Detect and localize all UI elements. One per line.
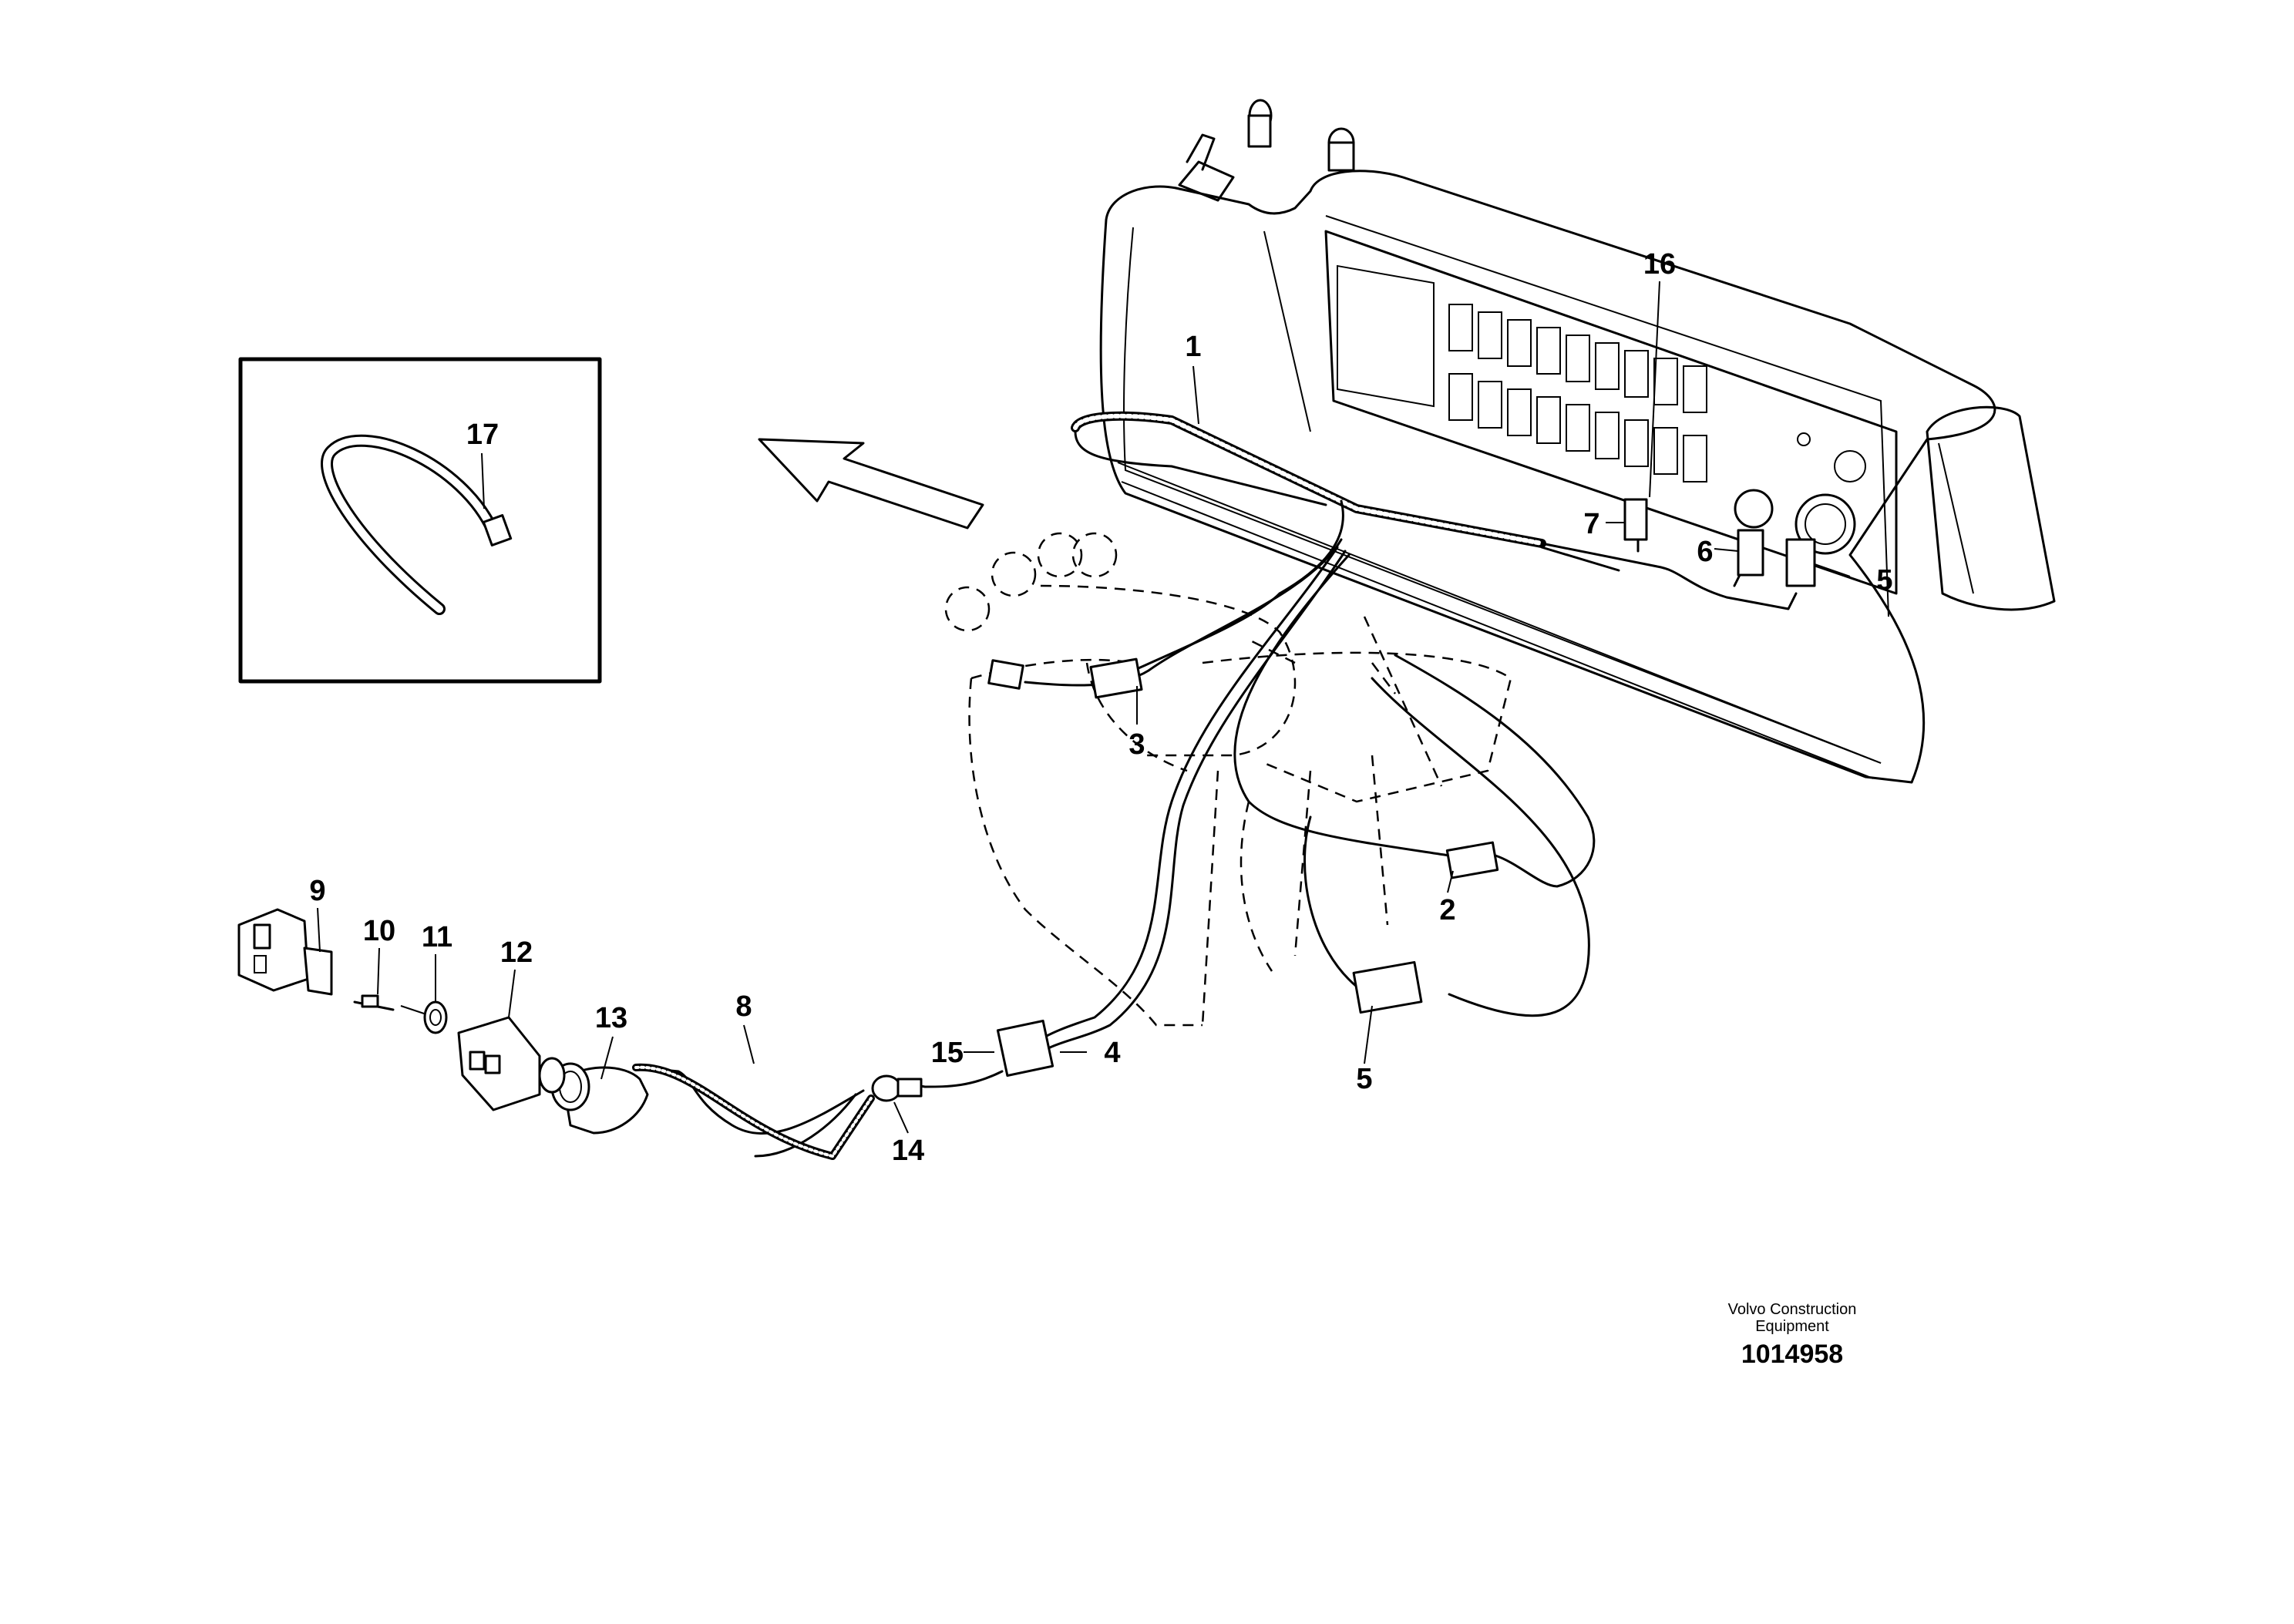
callout-16: 16 [1643, 248, 1676, 281]
callout-14: 14 [892, 1135, 924, 1167]
branch-harness [987, 538, 1343, 725]
callout-labels: 1 2 3 4 5 5 6 7 8 9 10 11 12 13 14 15 16… [309, 248, 1892, 1167]
direction-arrow-icon [758, 438, 984, 530]
callout-5-bottom: 5 [1356, 1063, 1372, 1095]
drawing-number: 1014958 [1741, 1340, 1844, 1369]
watermark-line-1: Volvo Construction [1727, 1301, 1857, 1318]
connector-2 [1445, 841, 1499, 879]
main-harness [1071, 411, 1798, 610]
dashboard-panel [1099, 99, 2056, 784]
callout-3: 3 [1128, 728, 1145, 761]
callout-11: 11 [422, 921, 452, 953]
callout-7: 7 [1583, 508, 1599, 540]
pin-10 [353, 994, 395, 1011]
cable-tie-icon [321, 434, 513, 615]
callout-9: 9 [309, 875, 325, 907]
connector-3 [1089, 657, 1143, 699]
callout-5-top: 5 [1876, 564, 1892, 597]
operator-seat-outline [944, 532, 1512, 1027]
callout-1: 1 [1185, 331, 1201, 363]
harness-to-15 [996, 546, 1347, 1078]
inset-detail-box [238, 357, 602, 684]
watermark: Volvo Construction Equipment 1014958 [1650, 1301, 1935, 1370]
harness-to-2-and-5 [1233, 553, 1596, 1017]
grommet-14 [871, 1074, 902, 1102]
plug-11 [423, 1000, 448, 1034]
callout-8: 8 [735, 990, 752, 1023]
watermark-line-2: Equipment [1755, 1318, 1829, 1335]
connector-7 [1623, 498, 1648, 541]
connector-5-bottom [1352, 960, 1423, 1014]
callout-12: 12 [500, 936, 533, 969]
rocker-switch-row-2 [1448, 373, 1707, 482]
lower-harness [237, 908, 1004, 1160]
connector-6 [1737, 529, 1764, 577]
callout-15: 15 [931, 1037, 964, 1069]
leader-lines [317, 281, 1851, 1134]
switch-housing-9 [237, 908, 333, 996]
connector-5-top [1785, 538, 1816, 587]
callout-17: 17 [466, 419, 499, 451]
callout-6: 6 [1697, 536, 1713, 568]
callout-2: 2 [1439, 894, 1455, 926]
callout-10: 10 [363, 915, 395, 947]
callout-4: 4 [1104, 1037, 1120, 1069]
rocker-switch-row-1 [1448, 304, 1707, 413]
callout-13: 13 [595, 1002, 627, 1034]
connector-15 [996, 1019, 1054, 1078]
